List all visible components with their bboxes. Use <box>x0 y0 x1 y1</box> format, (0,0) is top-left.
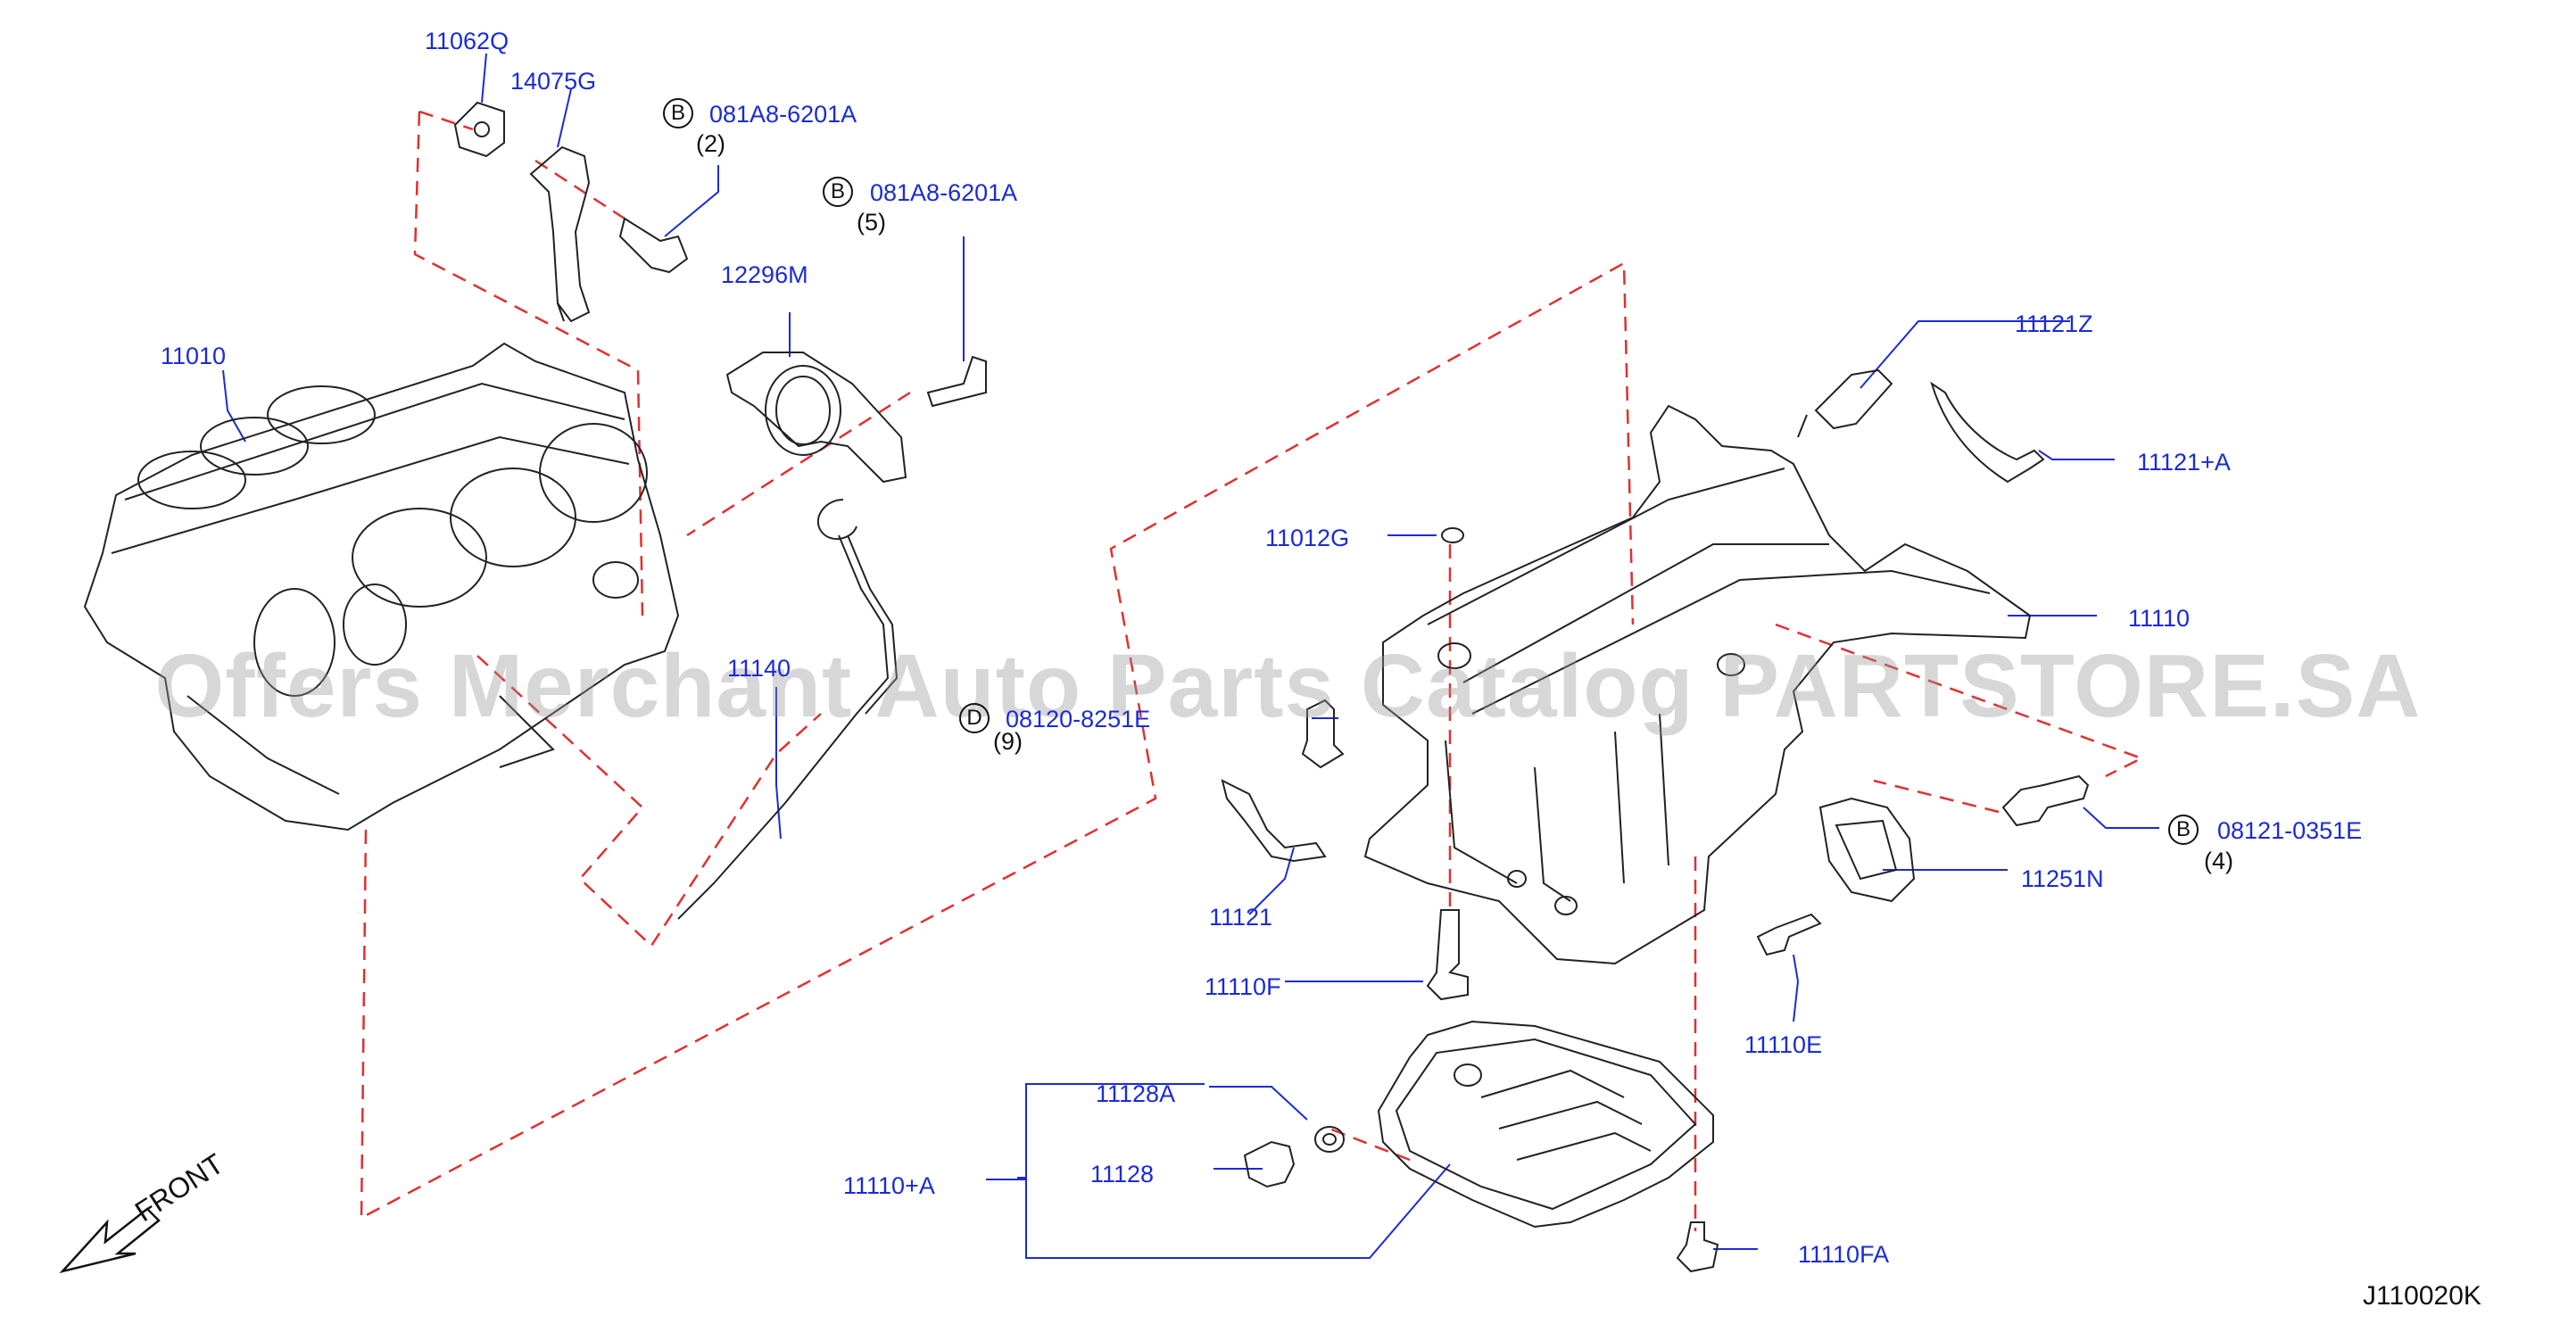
front-arrow-icon <box>59 1207 161 1274</box>
part-label-11110f[interactable]: 11110F <box>1205 973 1281 1000</box>
marker-b-1: B <box>663 98 693 128</box>
quantity-2: (2) <box>696 130 725 157</box>
cylinder-block-11010 <box>83 342 680 832</box>
upper-oil-pan-11110 <box>1363 404 2032 965</box>
part-label-11140[interactable]: 11140 <box>727 655 791 682</box>
quantity-5: (5) <box>857 209 886 236</box>
part-label-11121a[interactable]: 11121+A <box>2137 449 2231 476</box>
part-label-11128a[interactable]: 11128A <box>1096 1080 1176 1107</box>
watermark: Offers Merchant Auto Parts Catalog PARTS… <box>154 636 2422 736</box>
marker-d: D <box>959 703 990 733</box>
part-label-11010[interactable]: 11010 <box>161 343 227 369</box>
part-label-11110a[interactable]: 11110+A <box>843 1172 935 1199</box>
part-label-11110[interactable]: 11110 <box>2128 605 2191 632</box>
part-label-081a8-6201a-1[interactable]: 081A8-6201A <box>709 101 857 128</box>
diagram-code: J110020K <box>2363 1281 2481 1311</box>
part-label-11110e[interactable]: 11110E <box>1744 1031 1823 1058</box>
quantity-9: (9) <box>993 728 1023 755</box>
part-label-08121-0351e[interactable]: 08121-0351E <box>2217 817 2363 844</box>
quantity-4: (4) <box>2204 848 2233 874</box>
part-label-12296m[interactable]: 12296M <box>721 261 808 288</box>
part-label-11121z[interactable]: 11121Z <box>2015 310 2093 337</box>
part-label-081a8-6201a-2[interactable]: 081A8-6201A <box>870 179 1018 206</box>
part-label-11251n[interactable]: 11251N <box>2021 865 2104 892</box>
leader-lines <box>222 53 2159 1259</box>
part-label-11110fa[interactable]: 11110FA <box>1798 1241 1890 1268</box>
part-label-11121[interactable]: 11121 <box>1209 904 1273 931</box>
part-label-14075g[interactable]: 14075G <box>510 68 597 95</box>
part-label-08120-8251e[interactable]: 08120-8251E <box>1006 706 1151 732</box>
part-label-11062q[interactable]: 11062Q <box>425 28 509 54</box>
part-label-11012g[interactable]: 11012G <box>1265 525 1350 551</box>
engine-drawing <box>59 101 2090 1274</box>
lower-oil-pan-11110a <box>1377 1020 1714 1229</box>
marker-b-2: B <box>823 177 853 207</box>
part-label-11128[interactable]: 11128 <box>1090 1161 1155 1187</box>
marker-b-3: B <box>2168 815 2199 845</box>
